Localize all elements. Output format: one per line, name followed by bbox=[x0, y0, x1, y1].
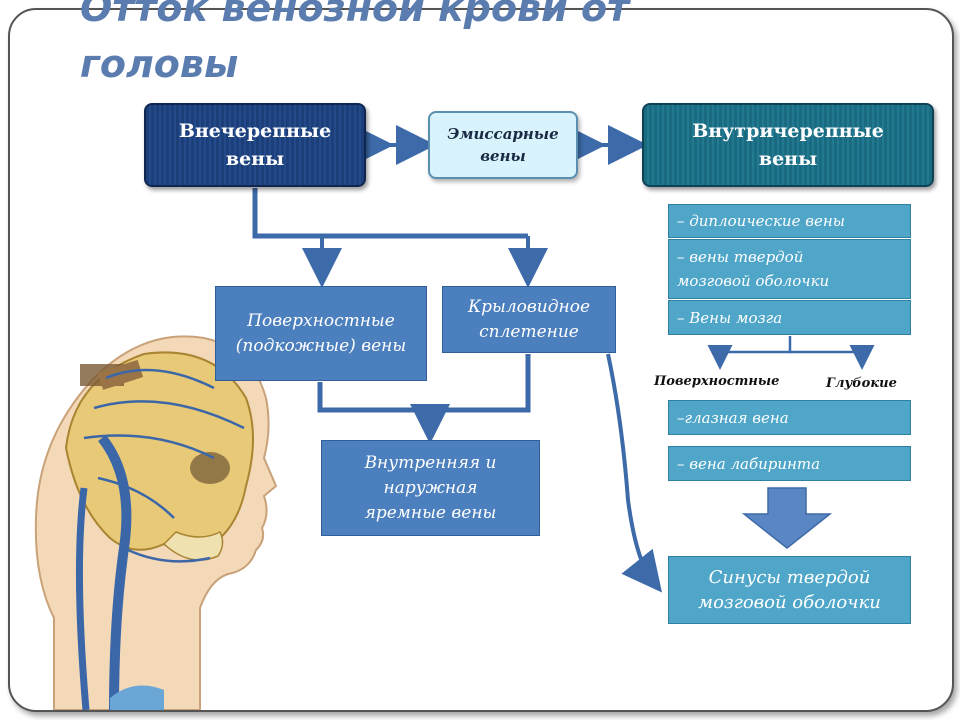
superficial-veins-box: Поверхностные (подкожные) вены bbox=[215, 286, 427, 381]
emissary-veins-label: Эмиссарные вены bbox=[447, 125, 559, 165]
superficial-veins-label: Поверхностные (подкожные) вены bbox=[235, 310, 407, 356]
diploic-veins-row: – диплоические вены bbox=[668, 204, 911, 238]
ophthalmic-vein-label: –глазная вена bbox=[677, 408, 789, 427]
brain-veins-label: – Вены мозга bbox=[677, 308, 783, 327]
dural-sinuses-label: Синусы твердой мозговой оболочки bbox=[698, 567, 881, 613]
pterygoid-plexus-box: Крыловидное сплетение bbox=[442, 286, 616, 353]
extracranial-veins-box: Внечерепные вены bbox=[144, 103, 366, 187]
ophthalmic-vein-row: –глазная вена bbox=[668, 400, 911, 435]
jugular-veins-label: Внутренняя и наружная яремные вены bbox=[364, 452, 497, 523]
superficial-brain-veins-label: Поверхностные bbox=[654, 374, 780, 389]
emissary-veins-box: Эмиссарные вены bbox=[428, 111, 578, 179]
pterygoid-plexus-label: Крыловидное сплетение bbox=[467, 296, 591, 342]
dural-sinuses-box: Синусы твердой мозговой оболочки bbox=[668, 556, 911, 624]
slide-title: Отток венозной крови от головы bbox=[80, 0, 629, 92]
labyrinth-vein-label: – вена лабиринта bbox=[677, 454, 821, 473]
title-line-1: Отток венозной крови от bbox=[80, 0, 630, 30]
head-skull-veins-illustration bbox=[34, 335, 278, 710]
dura-veins-row: – вены твердой мозговой оболочки bbox=[668, 239, 911, 299]
labyrinth-vein-row: – вена лабиринта bbox=[668, 446, 911, 481]
extracranial-veins-label: Внечерепные вены bbox=[178, 120, 332, 170]
diploic-veins-label: – диплоические вены bbox=[677, 212, 845, 230]
intracranial-veins-label: Внутричерепные вены bbox=[692, 120, 884, 170]
deep-brain-veins-label: Глубокие bbox=[826, 376, 897, 391]
dura-veins-label: – вены твердой мозговой оболочки bbox=[677, 248, 830, 290]
jugular-veins-box: Внутренняя и наружная яремные вены bbox=[321, 440, 540, 536]
title-line-2: головы bbox=[80, 42, 239, 86]
intracranial-veins-box: Внутричерепные вены bbox=[642, 103, 934, 187]
big-down-arrow-icon bbox=[741, 487, 833, 549]
brain-veins-row: – Вены мозга bbox=[668, 300, 911, 335]
